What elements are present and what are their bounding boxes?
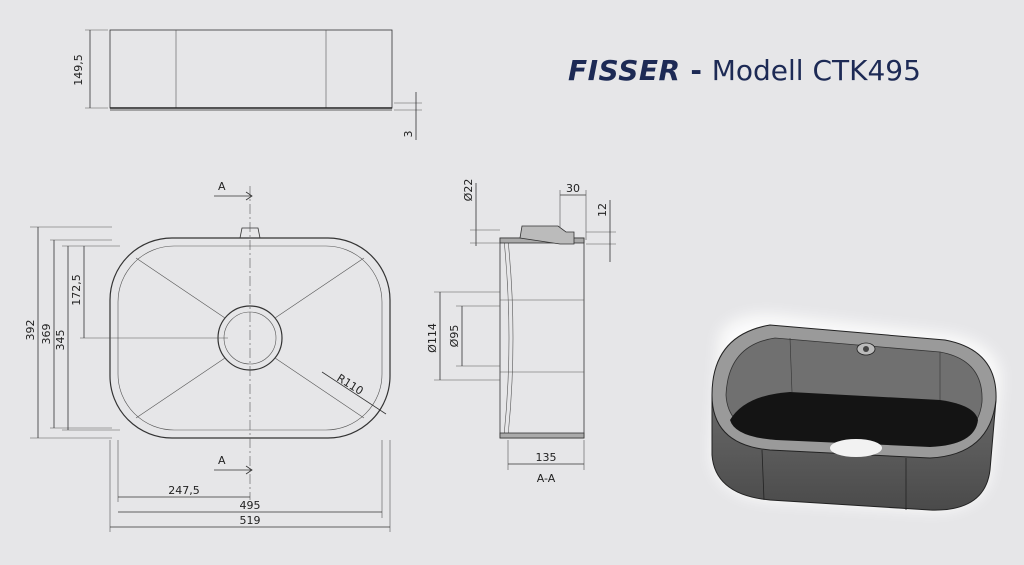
dim-rim: 3 [402, 131, 415, 138]
dim-overflow-height: 12 [596, 203, 609, 217]
plan-view: A A R110 392 369 345 172,5 247,5 495 519 [24, 180, 391, 532]
dim-drain-outer: Ø114 [426, 323, 439, 353]
dim-radius: R110 [334, 372, 365, 398]
dim-width-519: 519 [240, 514, 261, 527]
dim-overflow-diameter: Ø22 [462, 179, 475, 202]
sink-3d-render [711, 315, 1000, 511]
dim-depth-369: 369 [40, 324, 53, 345]
dim-height-overall: 149,5 [72, 54, 85, 86]
dim-section-depth: 135 [536, 451, 557, 464]
dim-width-495: 495 [240, 499, 261, 512]
section-label: A-A [537, 472, 556, 485]
title-separator: - [680, 54, 712, 87]
section-mark-top: A [218, 180, 226, 193]
side-elevation-view: 149,5 3 [72, 29, 422, 140]
dim-half-depth: 172,5 [70, 274, 83, 306]
dim-drain-inner: Ø95 [448, 325, 461, 348]
section-mark-bottom: A [218, 454, 226, 467]
dim-half-width: 247,5 [168, 484, 200, 497]
product-title: FISSER - Modell CTK495 [568, 54, 921, 87]
dim-depth-392: 392 [24, 320, 37, 341]
dim-overflow-width: 30 [566, 182, 580, 195]
brand-name: FISSER [568, 54, 681, 87]
section-view: Ø22 30 12 Ø114 Ø95 135 A-A [426, 179, 616, 485]
model-name: Modell CTK495 [711, 54, 921, 87]
dim-depth-345: 345 [54, 330, 67, 351]
